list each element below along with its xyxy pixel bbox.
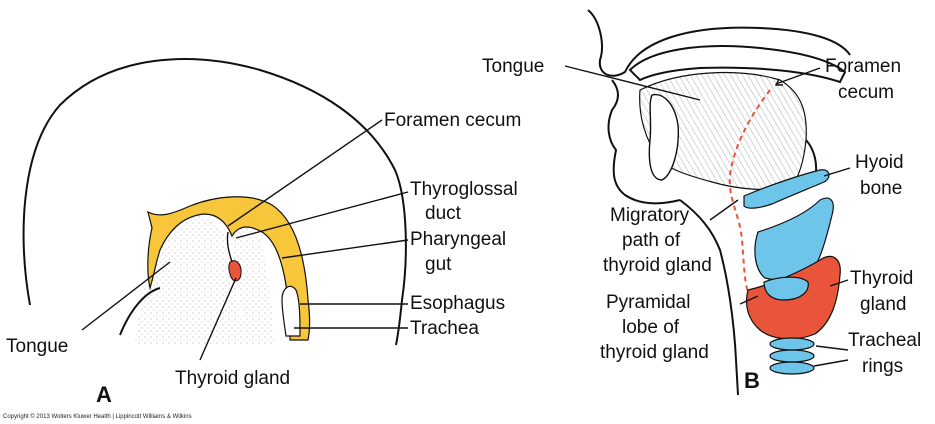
label-pyramidal-2: lobe of — [622, 317, 680, 338]
panel-letter-a: A — [96, 382, 112, 407]
copyright-notice: Copyright © 2013 Wolters Kluwer Health |… — [3, 413, 192, 420]
label-tracheal-2: rings — [862, 356, 903, 377]
panel-a-leaders — [81, 119, 409, 361]
thyroid-cartilage — [754, 197, 834, 281]
panel-a-drawing — [22, 58, 407, 346]
mouth-notch — [119, 287, 161, 336]
panel-b-leaders — [564, 65, 851, 367]
label-tongue-b: Tongue — [482, 56, 544, 77]
label-pharyngeal-1: Pharyngeal — [410, 229, 506, 250]
tracheal-ring-3 — [769, 361, 815, 375]
label-esophagus: Esophagus — [410, 293, 505, 314]
label-tracheal-1: Tracheal — [848, 330, 921, 351]
esophagus-lumen — [281, 285, 301, 337]
label-migratory-2: path of — [622, 230, 681, 251]
label-migratory-3: thyroid gland — [603, 255, 712, 276]
posterior-tissue — [228, 226, 275, 345]
palate-outline — [587, 9, 851, 77]
panel-b-labels: Tongue Foramen cecum Hyoid bone Migrator… — [482, 56, 921, 393]
hyoid-bone — [743, 169, 830, 209]
label-foramen-cecum-a: Foramen cecum — [384, 110, 521, 131]
label-foramen-1: Foramen — [825, 56, 901, 77]
nasal-cavity — [628, 45, 847, 84]
panel-b-drawing — [587, 9, 851, 396]
neck-front — [679, 199, 739, 396]
face-profile — [607, 79, 681, 205]
migratory-path — [728, 89, 771, 293]
cricoid-ring — [763, 276, 809, 301]
label-pharyngeal-2: gut — [425, 254, 452, 275]
label-tongue-a: Tongue — [6, 336, 68, 357]
label-thyroglossal-2: duct — [425, 203, 462, 224]
thyroglossal-duct — [226, 231, 233, 263]
embryo-head-outline — [22, 58, 407, 346]
label-thyroid-2: gland — [860, 294, 907, 315]
label-trachea: Trachea — [410, 318, 479, 339]
pharyngeal-gut — [147, 196, 311, 341]
label-pyramidal-3: thyroid gland — [600, 342, 709, 363]
label-hyoid-1: Hyoid — [855, 152, 904, 173]
panel-letter-b: B — [744, 368, 760, 393]
label-pyramidal-1: Pyramidal — [606, 292, 690, 313]
mandible — [648, 93, 679, 181]
tongue-tissue — [135, 216, 245, 345]
thyroid-gland-a — [228, 260, 242, 282]
label-thyroid-1: Thyroid — [850, 268, 913, 289]
panel-a-labels: Foramen cecum Thyroglossal duct Pharynge… — [6, 110, 521, 407]
tracheal-ring-2 — [769, 349, 815, 363]
tracheal-ring-1 — [769, 337, 815, 351]
label-thyroid-gland-a: Thyroid gland — [175, 368, 290, 389]
label-hyoid-2: bone — [860, 178, 902, 199]
label-foramen-2: cecum — [838, 82, 894, 103]
label-thyroglossal-1: Thyroglossal — [410, 179, 518, 200]
label-migratory-1: Migratory — [610, 205, 690, 226]
